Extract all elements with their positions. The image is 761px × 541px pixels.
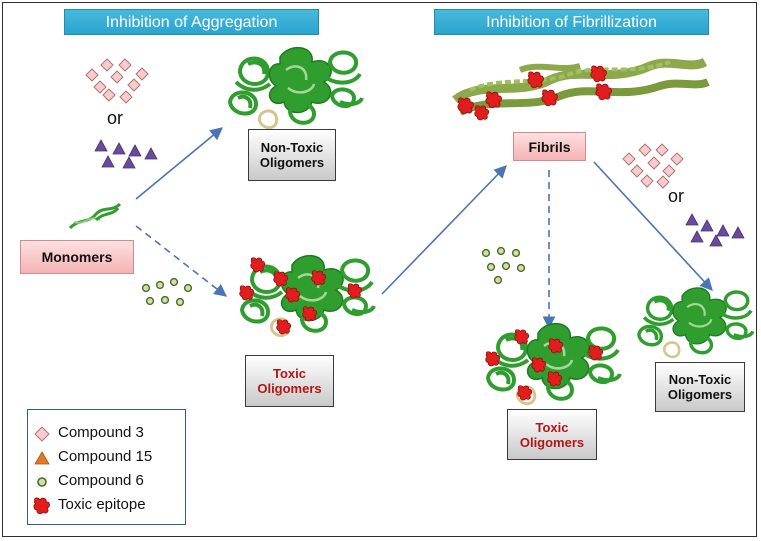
nontoxic-oligomers-right-box: Non-Toxic Oligomers [655,362,745,412]
nontoxic-top-line1: Non-Toxic [260,140,324,155]
legend-item-compound15: Compound 15 [28,446,185,468]
legend-item-compound3: Compound 3 [28,422,185,444]
monomers-box: Monomers [20,240,134,274]
toxic-mid-line2: Oligomers [257,381,322,396]
toxic-oligomer-cluster-right [485,321,622,406]
or-label-right: or [668,186,685,206]
toxic-oligomers-right-box: Toxic Oligomers [507,409,597,460]
nontoxic-oligomer-cluster-top [228,45,364,130]
compound3-cluster-left [85,58,149,104]
toxic-right-line2: Oligomers [519,434,585,450]
compound6-cluster-right [481,246,526,285]
legend-label-toxic-epitope: Toxic epitope [58,496,146,513]
fibrils-label: Fibrils [528,138,571,155]
legend-item-toxic-epitope: Toxic epitope [28,494,185,516]
toxic-oligomers-mid-box: Toxic Oligomers [245,355,334,407]
green-dot-icon [37,477,47,487]
orange-triangle-icon [34,451,50,465]
nontoxic-top-line2: Oligomers [259,155,325,170]
arrow-monomers-to-toxic-dashed [135,225,228,297]
header-inhibition-aggregation: Inhibition of Aggregation [64,9,319,35]
nontoxic-oligomer-cluster-right [637,286,755,359]
legend-item-compound6: Compound 6 [28,470,185,492]
compound3-cluster-right [622,143,684,189]
legend-label-compound6: Compound 6 [58,472,144,489]
compound6-cluster-left [141,277,193,307]
toxic-oligomer-cluster-mid [239,253,376,338]
pink-diamond-icon [34,426,50,442]
monomers-label: Monomers [41,249,113,265]
legend-label-compound3: Compound 3 [58,424,144,441]
fibrils-box: Fibrils [513,132,586,161]
nontoxic-oligomers-top-box: Non-Toxic Oligomers [248,129,336,181]
nontoxic-right-line1: Non-Toxic [668,372,732,387]
toxic-mid-line1: Toxic [273,366,306,381]
compound15-cluster-left [94,139,158,169]
compound15-cluster-right [685,213,745,247]
arrow-monomers-to-nontoxic [135,127,223,200]
legend-label-compound15: Compound 15 [58,448,153,465]
nontoxic-right-line2: Oligomers [667,387,733,402]
monomer-strands [68,202,122,230]
toxic-right-line1: Toxic [535,419,569,435]
header-inhibition-fibrillization: Inhibition of Fibrillization [434,9,709,35]
red-epitope-icon [33,497,50,515]
arrow-toxic-to-fibrils [381,165,507,295]
or-label-left: or [107,108,124,128]
arrow-fibrils-to-nontoxic [593,161,713,291]
fibril-bundle [452,57,710,121]
legend: Compound 3 Compound 15 Compound 6 Toxic … [27,409,186,525]
